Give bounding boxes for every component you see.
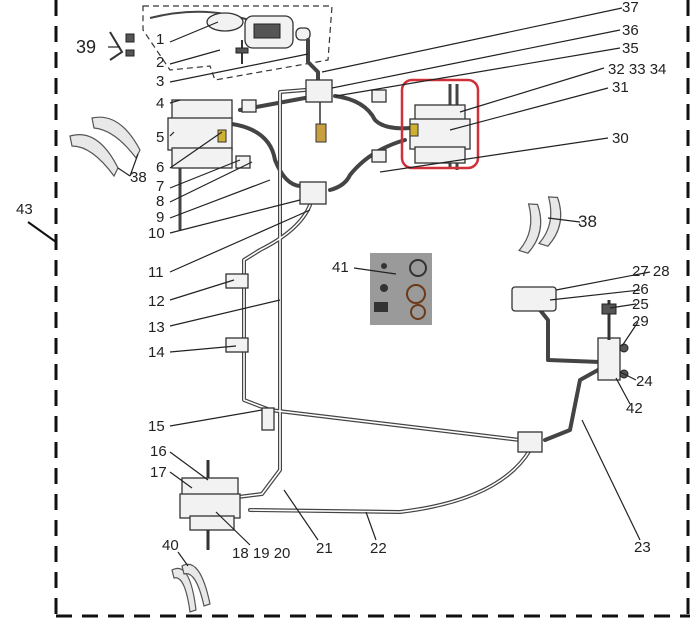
label-11[interactable]: 11 xyxy=(148,264,164,281)
assembly-boundary xyxy=(54,0,690,618)
label-32-33-34[interactable]: 32 33 34 xyxy=(608,61,666,78)
label-24[interactable]: 24 xyxy=(636,373,653,390)
label-36[interactable]: 36 xyxy=(622,22,639,39)
label-14[interactable]: 14 xyxy=(148,344,165,361)
brake-pads-38-right[interactable] xyxy=(506,193,572,255)
label-9[interactable]: 9 xyxy=(156,209,164,226)
label-4[interactable]: 4 xyxy=(156,95,164,112)
label-43[interactable]: 43 xyxy=(16,201,33,218)
front-master-cylinder[interactable] xyxy=(149,10,311,64)
label-13[interactable]: 13 xyxy=(148,319,165,336)
label-38-right[interactable]: 38 xyxy=(578,212,597,231)
label-21[interactable]: 21 xyxy=(316,540,333,557)
label-31[interactable]: 31 xyxy=(612,79,629,96)
brake-switch-39[interactable] xyxy=(109,31,135,61)
brake-pads-40[interactable] xyxy=(171,563,211,613)
line-clamp xyxy=(261,407,275,431)
label-1[interactable]: 1 xyxy=(156,31,164,48)
label-18-19-20[interactable]: 18 19 20 xyxy=(232,545,290,562)
label-41[interactable]: 41 xyxy=(332,259,349,276)
rear-master-cylinder[interactable] xyxy=(511,286,629,381)
line-clamp xyxy=(225,337,249,353)
lower-junction-block[interactable] xyxy=(299,181,327,205)
brake-pads-38-left[interactable] xyxy=(69,116,141,178)
front-left-caliper[interactable] xyxy=(167,99,233,230)
label-16[interactable]: 16 xyxy=(150,443,167,460)
label-40[interactable]: 40 xyxy=(162,537,179,554)
rear-junction-block[interactable] xyxy=(517,431,543,453)
highlight-box xyxy=(400,78,480,170)
label-38-left[interactable]: 38 xyxy=(130,169,147,186)
label-15[interactable]: 15 xyxy=(148,418,165,435)
label-25[interactable]: 25 xyxy=(632,296,649,313)
line-clamp xyxy=(371,149,387,163)
label-26[interactable]: 26 xyxy=(632,281,649,298)
line-clamp xyxy=(371,89,387,103)
label-37[interactable]: 37 xyxy=(622,0,639,16)
label-10[interactable]: 10 xyxy=(148,225,165,242)
label-29[interactable]: 29 xyxy=(632,313,649,330)
leader-lines xyxy=(108,7,651,567)
label-22[interactable]: 22 xyxy=(370,540,387,557)
part-labels: 37 36 35 32 33 34 31 30 39 1 2 3 4 5 6 7… xyxy=(16,0,670,562)
label-17[interactable]: 17 xyxy=(150,464,167,481)
label-30[interactable]: 30 xyxy=(612,130,629,147)
label-27-28[interactable]: 27 28 xyxy=(632,263,670,280)
upper-junction-block[interactable] xyxy=(305,79,333,103)
front-right-caliper[interactable] xyxy=(409,84,471,170)
label-23[interactable]: 23 xyxy=(634,539,651,556)
label-7[interactable]: 7 xyxy=(156,178,164,195)
line-clamp xyxy=(225,273,249,289)
brake-pressure-switch[interactable] xyxy=(315,102,327,143)
rear-caliper[interactable] xyxy=(179,460,241,550)
label-8[interactable]: 8 xyxy=(156,193,164,210)
line-clamp xyxy=(241,99,257,113)
label-12[interactable]: 12 xyxy=(148,293,165,310)
label-39[interactable]: 39 xyxy=(76,37,96,57)
boundary-pointer xyxy=(27,221,57,243)
label-35[interactable]: 35 xyxy=(622,40,639,57)
label-5[interactable]: 5 xyxy=(156,129,164,146)
seal-kit-41[interactable] xyxy=(370,253,432,325)
label-6[interactable]: 6 xyxy=(156,159,164,176)
label-2[interactable]: 2 xyxy=(156,54,164,71)
label-42[interactable]: 42 xyxy=(626,400,643,417)
label-3[interactable]: 3 xyxy=(156,73,164,90)
